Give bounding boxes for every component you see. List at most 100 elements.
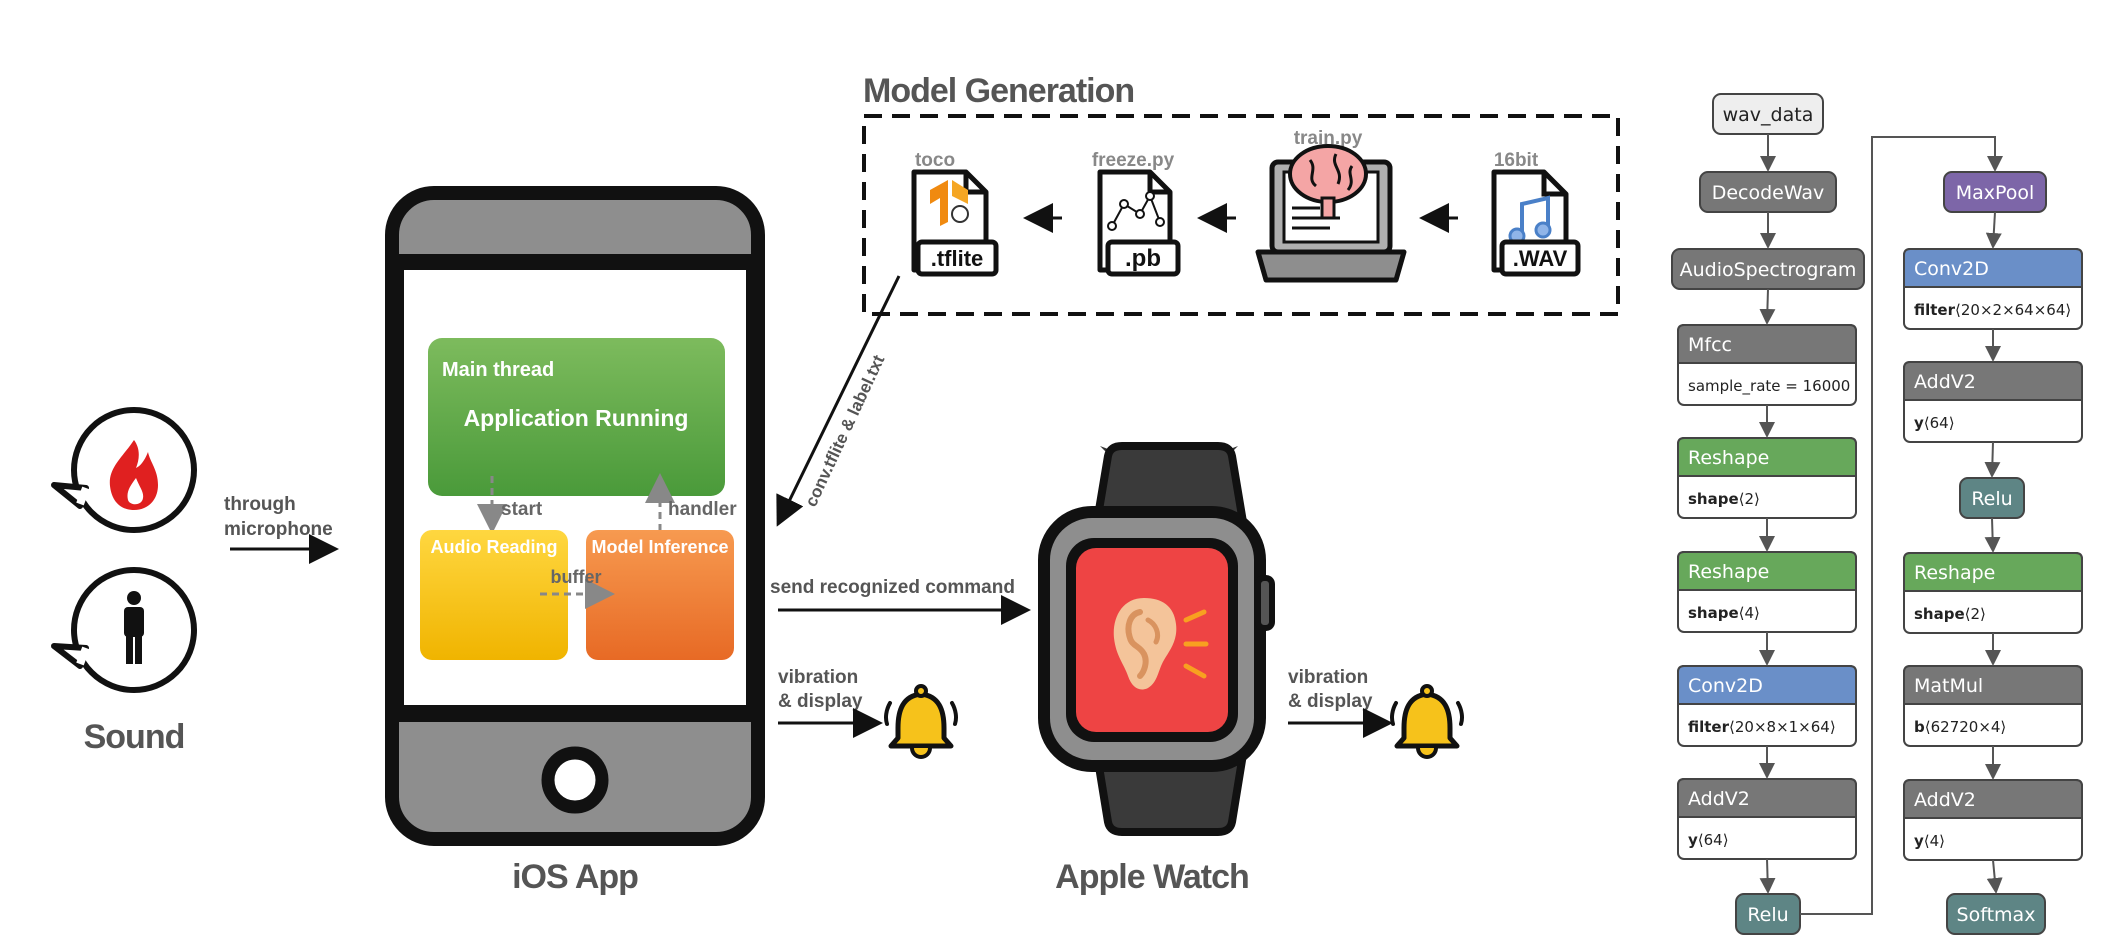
graph-node-label: MatMul: [1914, 675, 1983, 697]
main-thread-label: Main thread: [442, 359, 554, 381]
apple-watch-label: Apple Watch: [1055, 858, 1249, 896]
graph-node-reshape: Reshape shape⟨2⟩: [1903, 552, 2083, 634]
graph-node-label: Softmax: [1957, 904, 2036, 926]
graph-node-addv2: AddV2 y⟨64⟩: [1677, 778, 1857, 860]
audio-reading-box: Audio Reading: [420, 530, 568, 660]
graph-node-relu: Relu: [1959, 477, 2025, 519]
train-caption: train.py: [1294, 128, 1363, 149]
sound-label: Sound: [84, 718, 185, 756]
graph-node-label: Relu: [1747, 904, 1788, 926]
microphone-label: microphone: [224, 519, 333, 540]
graph-node-attr: sample_rate = 16000: [1688, 377, 1850, 396]
toco-caption: toco: [915, 150, 955, 171]
graph-node-relu: Relu: [1735, 893, 1801, 935]
app-running-label: Application Running: [464, 405, 689, 431]
vibration-label-2: vibration: [1288, 667, 1368, 688]
graph-edge: [1985, 211, 2002, 249]
graph-node-wav_data: wav_data: [1712, 93, 1824, 135]
graph-node-label: Reshape: [1688, 447, 1769, 469]
train-laptop: train.py: [1255, 128, 1407, 283]
graph-node-conv2d: Conv2D filter⟨20×8×1×64⟩: [1677, 665, 1857, 747]
fire-bubble: [51, 407, 197, 533]
graph-node-label: AddV2: [1688, 788, 1750, 810]
graph-node-label: Conv2D: [1914, 258, 1989, 280]
conv-label: conv.tflite & label.txt: [801, 352, 888, 510]
graph-node-attr: y⟨4⟩: [1914, 832, 1945, 850]
tflite-file: toco .tflite: [911, 150, 999, 277]
graph-node-attr: b⟨62720×4⟩: [1914, 718, 2006, 736]
graph-node-audiospectrogram: AudioSpectrogram: [1671, 248, 1865, 290]
deploy-arrow: [776, 275, 901, 527]
model-inference-label: Model Inference: [591, 537, 728, 557]
through-label: through: [224, 494, 296, 515]
graph-node-label: AddV2: [1914, 371, 1976, 393]
graph-node-label: wav_data: [1723, 104, 1814, 126]
graph-node-label: AudioSpectrogram: [1680, 259, 1857, 281]
graph-node-maxpool: MaxPool: [1943, 171, 2047, 213]
graph-node-softmax: Softmax: [1946, 893, 2046, 935]
tflite-badge: .tflite: [931, 246, 984, 271]
ear-icon: [1113, 598, 1177, 690]
display-label-1: & display: [778, 691, 863, 712]
vibration-label-1: vibration: [778, 667, 858, 688]
graph-node-label: Reshape: [1688, 561, 1769, 583]
sound-waves-icon: [1183, 609, 1209, 679]
graph-node-reshape: Reshape shape⟨4⟩: [1677, 551, 1857, 633]
graph-node-conv2d: Conv2D filter⟨20×2×64×64⟩: [1903, 248, 2083, 330]
fire-icon: [109, 440, 158, 510]
person-bubble: [51, 567, 197, 693]
graph-node-label: Conv2D: [1688, 675, 1763, 697]
model-generation-box: [862, 114, 1620, 316]
graph-node-label: MaxPool: [1956, 182, 2035, 204]
graph-node-attr: filter⟨20×8×1×64⟩: [1688, 718, 1836, 736]
graph-node-label: AddV2: [1914, 789, 1976, 811]
bell-icon: [884, 684, 958, 759]
graph-node-attr: shape⟨4⟩: [1688, 604, 1760, 622]
graph-edge: [1984, 441, 2001, 478]
graph-node-attr: filter⟨20×2×64×64⟩: [1914, 301, 2071, 319]
display-label-2: & display: [1288, 691, 1373, 712]
graph-icon: [1107, 191, 1165, 231]
wav-badge: .WAV: [1513, 246, 1568, 271]
graph-node-label: Reshape: [1914, 562, 1995, 584]
freeze-caption: freeze.py: [1092, 150, 1175, 171]
brain-icon: [1288, 144, 1368, 220]
graph-node-addv2: AddV2 y⟨64⟩: [1903, 361, 2083, 443]
graph-edge-relu-to-maxpool: [1800, 136, 2003, 915]
graph-edge: [1986, 859, 2003, 894]
graph-node-attr: shape⟨2⟩: [1688, 490, 1760, 508]
pb-badge: .pb: [1125, 245, 1161, 272]
model-inference-box: Model Inference: [586, 530, 734, 660]
handler-label: handler: [668, 499, 737, 520]
main-thread-box: Main thread Application Running: [428, 338, 725, 496]
graph-node-attr: y⟨64⟩: [1914, 414, 1955, 432]
graph-node-label: DecodeWav: [1712, 182, 1825, 204]
graph-node-reshape: Reshape shape⟨2⟩: [1677, 437, 1857, 519]
graph-node-addv2: AddV2 y⟨4⟩: [1903, 779, 2083, 861]
graph-node-decodewav: DecodeWav: [1699, 171, 1837, 213]
graph-edge: [1759, 858, 1776, 894]
wav-file: 16bit .WAV: [1491, 150, 1581, 277]
apple-watch: [1038, 442, 1275, 836]
graph-node-label: Mfcc: [1688, 334, 1732, 356]
graph-node-matmul: MatMul b⟨62720×4⟩: [1903, 665, 2083, 747]
graph-edge: [1759, 288, 1776, 325]
pb-file: freeze.py .pb: [1092, 150, 1181, 277]
audio-reading-label: Audio Reading: [431, 537, 558, 557]
ios-app-label: iOS App: [512, 858, 638, 896]
graph-edge: [1984, 517, 2001, 553]
graph-node-mfcc: Mfcc sample_rate = 16000: [1677, 324, 1857, 406]
model-generation-title: Model Generation: [863, 72, 1134, 110]
graph-node-label: Relu: [1971, 488, 2012, 510]
wav-caption: 16bit: [1494, 150, 1539, 171]
tensorflow-logo-icon: [930, 180, 968, 226]
person-icon: [124, 591, 144, 664]
start-label: start: [501, 499, 543, 520]
graph-node-attr: shape⟨2⟩: [1914, 605, 1986, 623]
graph-node-attr: y⟨64⟩: [1688, 831, 1729, 849]
buffer-label: buffer: [551, 567, 602, 587]
bell-icon: [1390, 684, 1464, 759]
send-command-label: send recognized command: [770, 577, 1015, 598]
